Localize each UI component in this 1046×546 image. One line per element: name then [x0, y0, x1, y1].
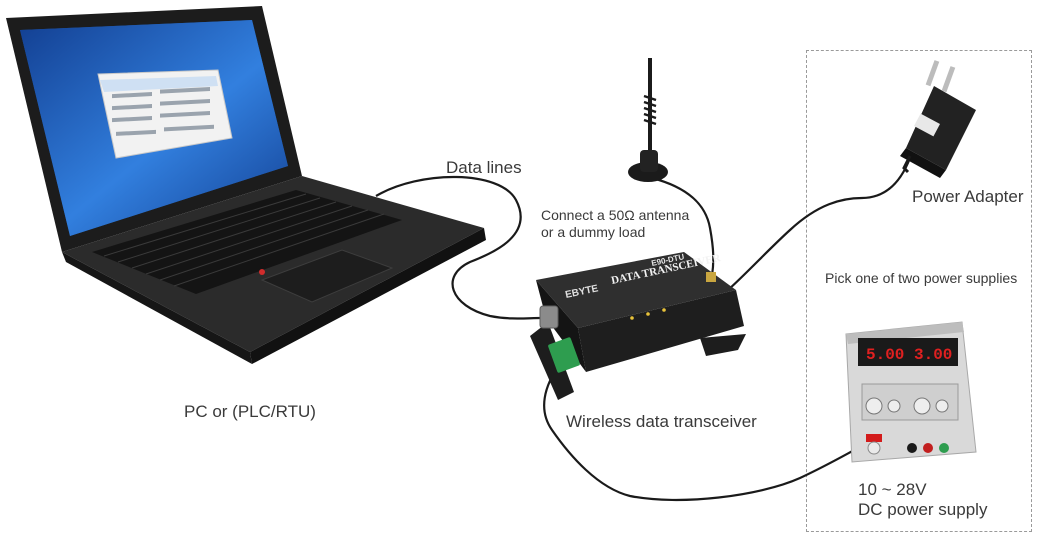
pick-supply-label: Pick one of two power supplies: [825, 270, 1018, 286]
data-lines-label: Data lines: [446, 158, 522, 177]
laptop-keyboard: [92, 190, 402, 294]
transceiver-front: [578, 290, 744, 372]
antenna-cable: [651, 176, 715, 277]
psu-terminal-black: [907, 443, 917, 453]
antenna: [628, 58, 668, 182]
laptop-trackpad: [260, 249, 394, 303]
antenna-note-line2: or a dummy load: [541, 224, 646, 240]
dc-supply-label: DC power supply: [858, 500, 988, 519]
psu-display-panel: [858, 338, 958, 366]
data-line-cable: [375, 175, 541, 320]
power-adapter-label: Power Adapter: [912, 187, 1024, 206]
psu-display-right: 3.00: [914, 346, 952, 364]
cables: [375, 157, 912, 502]
transceiver: E90-DTU DATA TRANSCEIVER EBYTE: [530, 252, 746, 400]
transceiver-label: Wireless data transceiver: [566, 412, 757, 431]
laptop: [6, 6, 486, 364]
voltage-knob: [913, 397, 931, 415]
terminal-block: [548, 337, 580, 373]
dc-supply-cable: [543, 363, 863, 502]
voltage-range-label: 10 ~ 28V: [858, 480, 927, 499]
current-knob: [865, 397, 883, 415]
power-options-dashed-box: [806, 50, 1032, 532]
psu-terminal-green: [939, 443, 949, 453]
antenna-note-line1: Connect a 50Ω antenna: [541, 207, 690, 223]
power-adapter: [900, 60, 976, 178]
power-adapter-cable: [727, 157, 912, 291]
transceiver-top: [536, 252, 736, 328]
psu-display-left: 5.00: [866, 346, 904, 364]
dc-power-supply: 5.00 3.00: [845, 321, 977, 463]
psu-terminal-red: [923, 443, 933, 453]
pc-label: PC or (PLC/RTU): [184, 402, 316, 421]
db9-port: [539, 305, 559, 329]
